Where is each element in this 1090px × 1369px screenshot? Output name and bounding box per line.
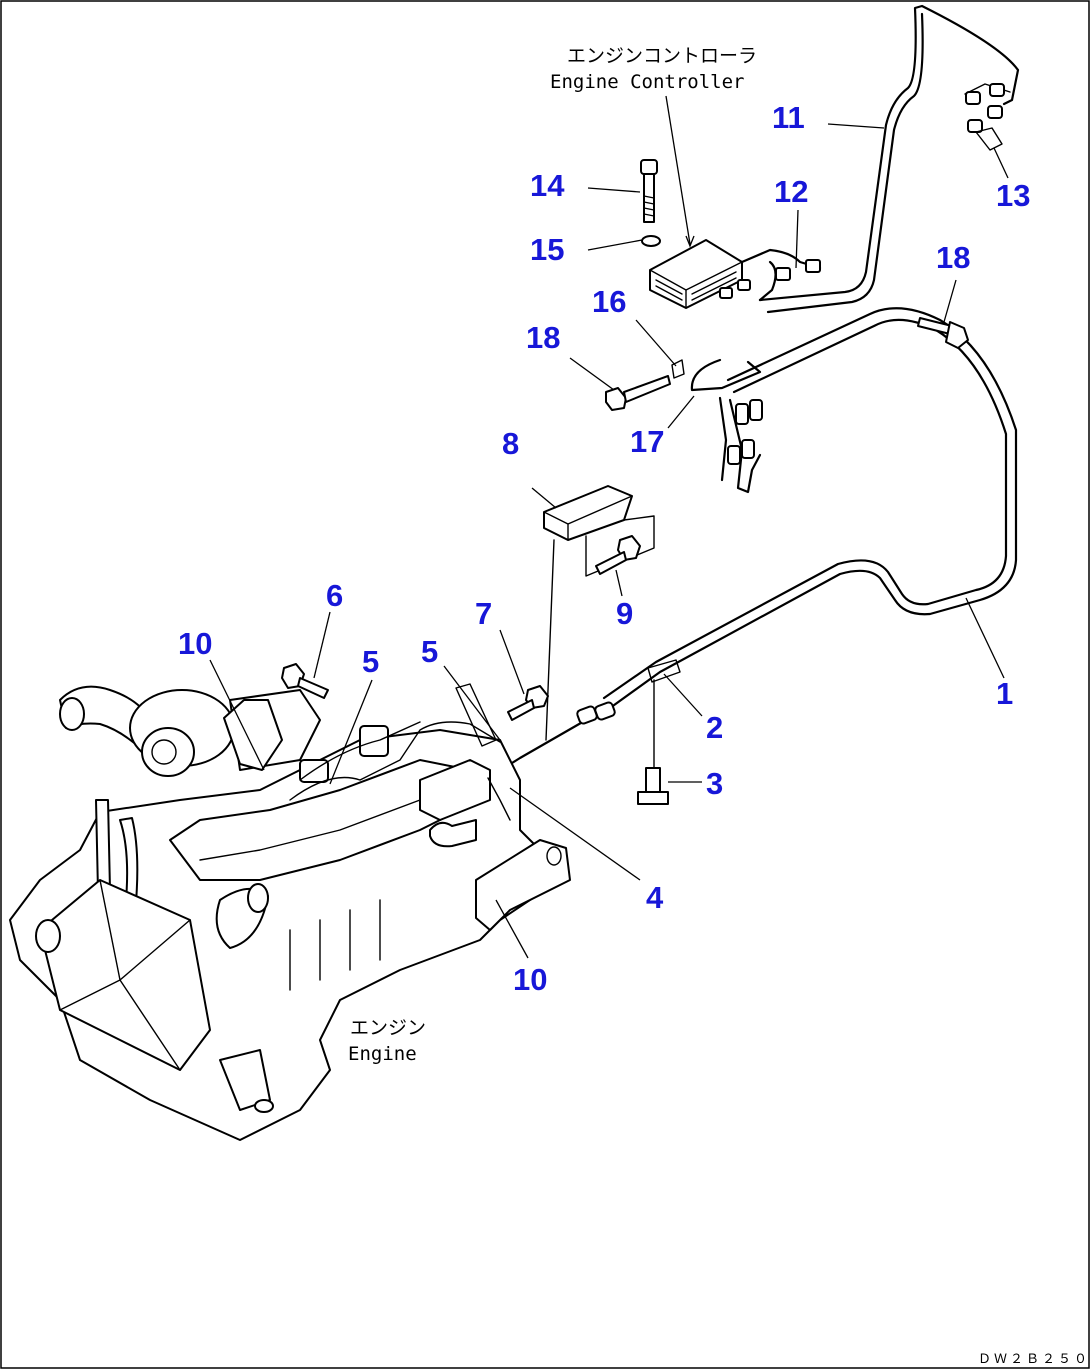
- callout-10-top: 10: [178, 626, 212, 661]
- bolt-18-left: [605, 375, 671, 411]
- engine-controller-label-jp: エンジンコントローラ: [567, 45, 757, 67]
- callout-4: 4: [646, 880, 664, 915]
- callout-17: 17: [630, 424, 664, 459]
- bolt-18-right: [917, 317, 969, 349]
- connectors-13: [965, 83, 1005, 151]
- clip-16: [671, 359, 685, 379]
- callout-1: 1: [996, 676, 1013, 711]
- callout-18-right: 18: [936, 240, 970, 275]
- callout-2: 2: [706, 710, 723, 745]
- callout-numbers: 1 2 3 4 5 5 6 7 8 9 10 10 11 12 13 14 15…: [178, 100, 1030, 997]
- engine-harness: [289, 683, 511, 821]
- callout-12: 12: [774, 174, 808, 209]
- harness-1: [486, 307, 1018, 780]
- engine-controller: [649, 239, 822, 309]
- engine-controller-label-en: Engine Controller: [550, 71, 744, 93]
- callout-13: 13: [996, 178, 1030, 213]
- harness-branch-17: [690, 358, 763, 494]
- washer-15: [641, 235, 661, 247]
- drawing-code: ＤＷ２Ｂ２５０: [978, 1352, 1090, 1367]
- bolt-14: [640, 159, 658, 223]
- callout-10-bottom: 10: [513, 962, 547, 997]
- callout-16: 16: [592, 284, 626, 319]
- leader-lines: [209, 95, 1009, 959]
- callout-5-right: 5: [421, 634, 438, 669]
- callout-3: 3: [706, 766, 723, 801]
- callout-15: 15: [530, 232, 564, 267]
- engine: [9, 685, 571, 1141]
- callout-9: 9: [616, 596, 633, 631]
- engine-label-jp: エンジン: [350, 1017, 426, 1039]
- clamp-2: [647, 659, 681, 683]
- callout-7: 7: [475, 596, 492, 631]
- callout-6: 6: [326, 578, 343, 613]
- harness-connector: [576, 701, 616, 725]
- bolt-7: [507, 685, 549, 721]
- harness-11: [758, 4, 1020, 314]
- bolt-9: [595, 535, 641, 575]
- bolt-6: [281, 663, 329, 699]
- callout-8: 8: [502, 426, 519, 461]
- callout-18-left: 18: [526, 320, 560, 355]
- callout-14: 14: [530, 168, 565, 203]
- bolt-3: [637, 767, 669, 805]
- engine-label-en: Engine: [348, 1043, 417, 1065]
- bracket-8: [543, 485, 655, 741]
- callout-5-left: 5: [362, 644, 379, 679]
- callout-11: 11: [772, 100, 805, 135]
